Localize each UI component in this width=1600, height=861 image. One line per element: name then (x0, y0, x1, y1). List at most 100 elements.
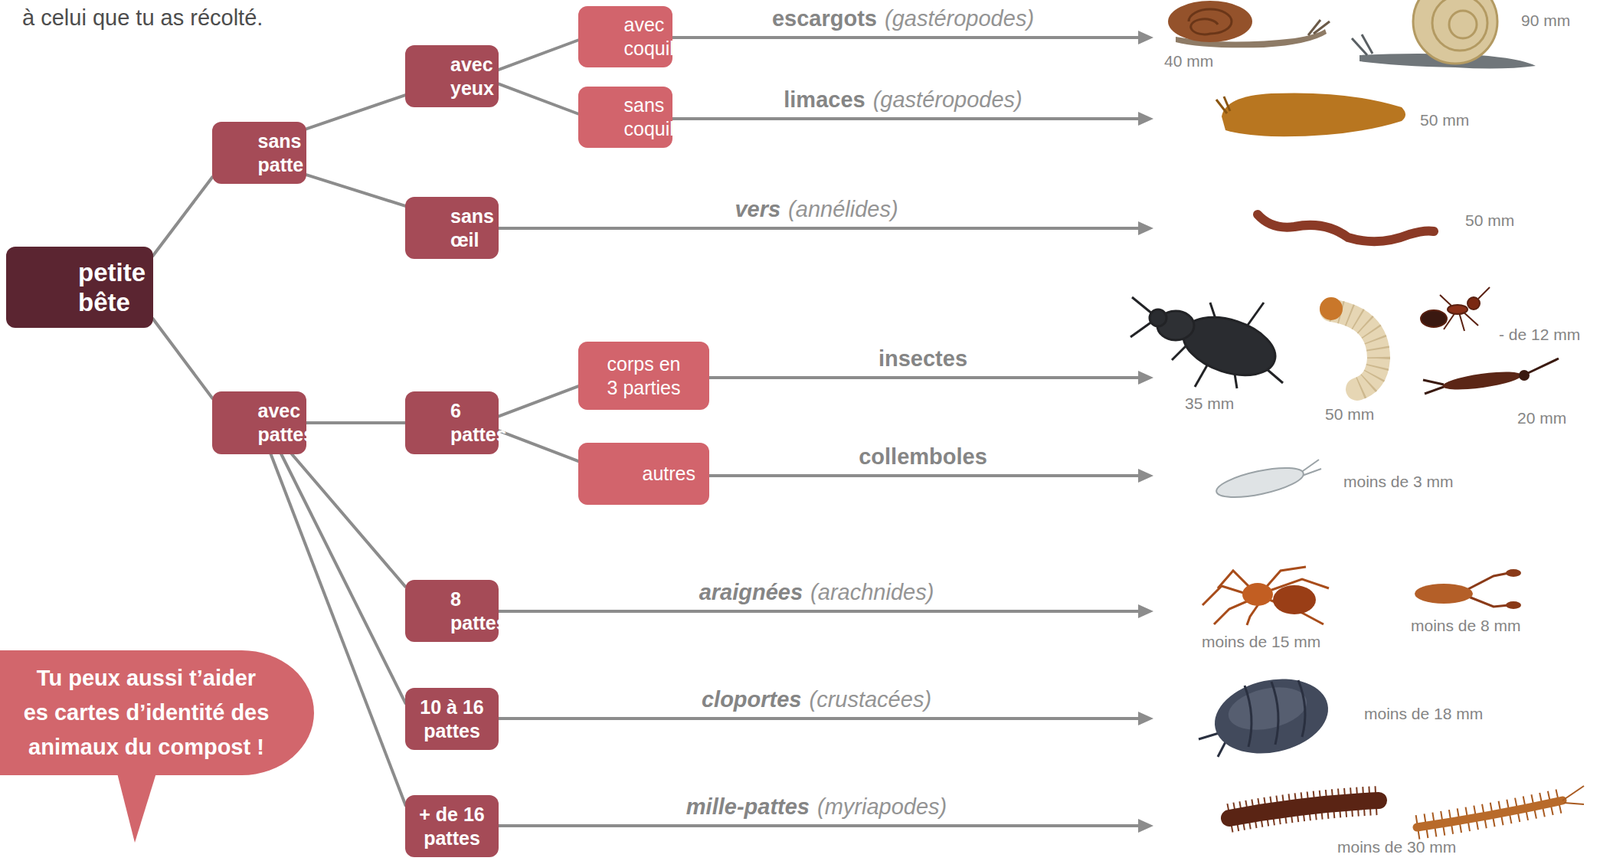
group-heading: insectes (878, 345, 968, 372)
group-latin-name: (crustacées) (808, 686, 932, 713)
group-heading: cloportes(crustacées) (701, 686, 932, 713)
category-box: 6 pattes (405, 391, 499, 455)
category-box: + de 16 pattes (405, 795, 499, 858)
centipede-part (1562, 785, 1584, 801)
group-name: vers (734, 196, 781, 223)
pseudoscorpion-part (1466, 595, 1509, 607)
category-box: avec pattes (212, 391, 307, 455)
earwig-part (1441, 368, 1522, 393)
leader-arrow (498, 30, 1154, 833)
leader-arrow-part (1138, 370, 1154, 385)
box-label: corps en 3 parties (606, 352, 682, 400)
earwig-part (1424, 386, 1444, 394)
leader-arrow-part (1138, 221, 1154, 236)
woodlouse-part (1244, 685, 1252, 747)
spider (1202, 566, 1329, 625)
size-label: 20 mm (1517, 408, 1567, 428)
snail-large-part (1432, 0, 1488, 51)
box-label: sans œil (450, 204, 454, 252)
ant (1420, 287, 1490, 331)
tree-branch (291, 453, 406, 588)
group-name: insectes (878, 345, 968, 372)
box-label: avec coquille (624, 13, 628, 61)
group-heading: collemboles (858, 443, 988, 470)
tree-branch (305, 421, 406, 425)
snail-small-part (1168, 0, 1253, 43)
size-label: moins de 30 mm (1337, 837, 1457, 857)
box-label: 10 à 16 pattes (418, 695, 485, 743)
earwig-part (1423, 379, 1444, 385)
snail-large-part (1413, 0, 1498, 64)
box-label: + de 16 pattes (418, 802, 486, 851)
criterion-box: corps en 3 parties (578, 341, 710, 410)
beetle-part (1130, 321, 1152, 338)
snail-small-part (1313, 21, 1330, 34)
pseudoscorpion (1414, 569, 1522, 609)
centipede-part (1564, 802, 1584, 805)
leader-arrow-part (1138, 604, 1154, 619)
leader-arrow-part (709, 376, 1142, 380)
group-heading: limaces(gastéropodes) (783, 86, 1022, 113)
snail-large-part (1361, 34, 1373, 54)
criterion-box: avec coquille (578, 6, 673, 68)
group-heading: vers (annélides) (734, 196, 898, 223)
snail-small (1168, 0, 1330, 48)
spider-part (1202, 585, 1249, 606)
group-heading: mille-pattes (myriapodes) (686, 793, 947, 820)
spider-part (1272, 585, 1316, 615)
millipede (1229, 800, 1379, 818)
size-label: 50 mm (1325, 405, 1375, 424)
group-name: mille-pattes (686, 793, 810, 820)
category-box: sans patte (212, 121, 307, 184)
group-latin-name: (annélides) (788, 196, 898, 223)
larva-part (1319, 297, 1343, 321)
criterion-box: sans coquille (578, 86, 673, 148)
size-label: moins de 3 mm (1343, 472, 1454, 491)
box-label: petite bête (78, 257, 82, 318)
leader-arrow-part (672, 117, 1142, 121)
woodlouse-part (1224, 680, 1312, 737)
box-label: 8 pattes (450, 587, 454, 635)
tree-branch (497, 430, 580, 462)
size-label: 50 mm (1465, 211, 1515, 230)
leader-arrow-part (498, 226, 1142, 230)
box-label: sans coquille (624, 93, 628, 141)
snail-small-part (1188, 9, 1232, 35)
earwig-part (1518, 369, 1530, 381)
intro-text: à celui que tu as récolté. (22, 4, 263, 31)
box-label: autres (642, 461, 646, 486)
leader-arrow-part (672, 35, 1142, 40)
group-heading: escargots(gastéropodes) (772, 5, 1034, 32)
pseudoscorpion-part (1414, 583, 1473, 604)
size-label: 40 mm (1164, 52, 1214, 71)
group-name: limaces (783, 86, 865, 113)
group-latin-name: (myriapodes) (817, 793, 947, 820)
box-label: Tu peux aussi t’aider es cartes d’identi… (22, 660, 271, 765)
category-box: sans œil (405, 196, 499, 259)
box-label: avec yeux (450, 52, 454, 101)
ant-part (1447, 304, 1468, 315)
pseudoscorpion-part (1466, 572, 1509, 590)
size-label: moins de 8 mm (1410, 616, 1522, 635)
tree-branch (305, 174, 406, 207)
ant-part (1478, 287, 1490, 299)
snail-small-part (1308, 19, 1321, 36)
group-name: cloportes (701, 686, 802, 713)
ant-part (1459, 312, 1465, 331)
larva (1319, 297, 1379, 390)
group-name: collemboles (858, 443, 988, 470)
box-label: avec pattes (258, 399, 262, 447)
slug-part (1221, 92, 1406, 137)
beetle (1130, 297, 1283, 389)
leader-arrow-part (1138, 468, 1154, 483)
woodlouse-part (1207, 668, 1335, 763)
speech-bubble: Tu peux aussi t’aider es cartes d’identi… (0, 650, 315, 776)
size-label: 35 mm (1184, 394, 1234, 413)
category-box: 8 pattes (405, 579, 499, 642)
millipede-part (1229, 800, 1379, 818)
group-latin-name: (arachnides) (810, 579, 934, 606)
box-label: sans patte (258, 129, 262, 177)
size-label: moins de 18 mm (1364, 704, 1483, 724)
leader-arrow-part (709, 474, 1142, 478)
centipede-part (1416, 800, 1563, 828)
